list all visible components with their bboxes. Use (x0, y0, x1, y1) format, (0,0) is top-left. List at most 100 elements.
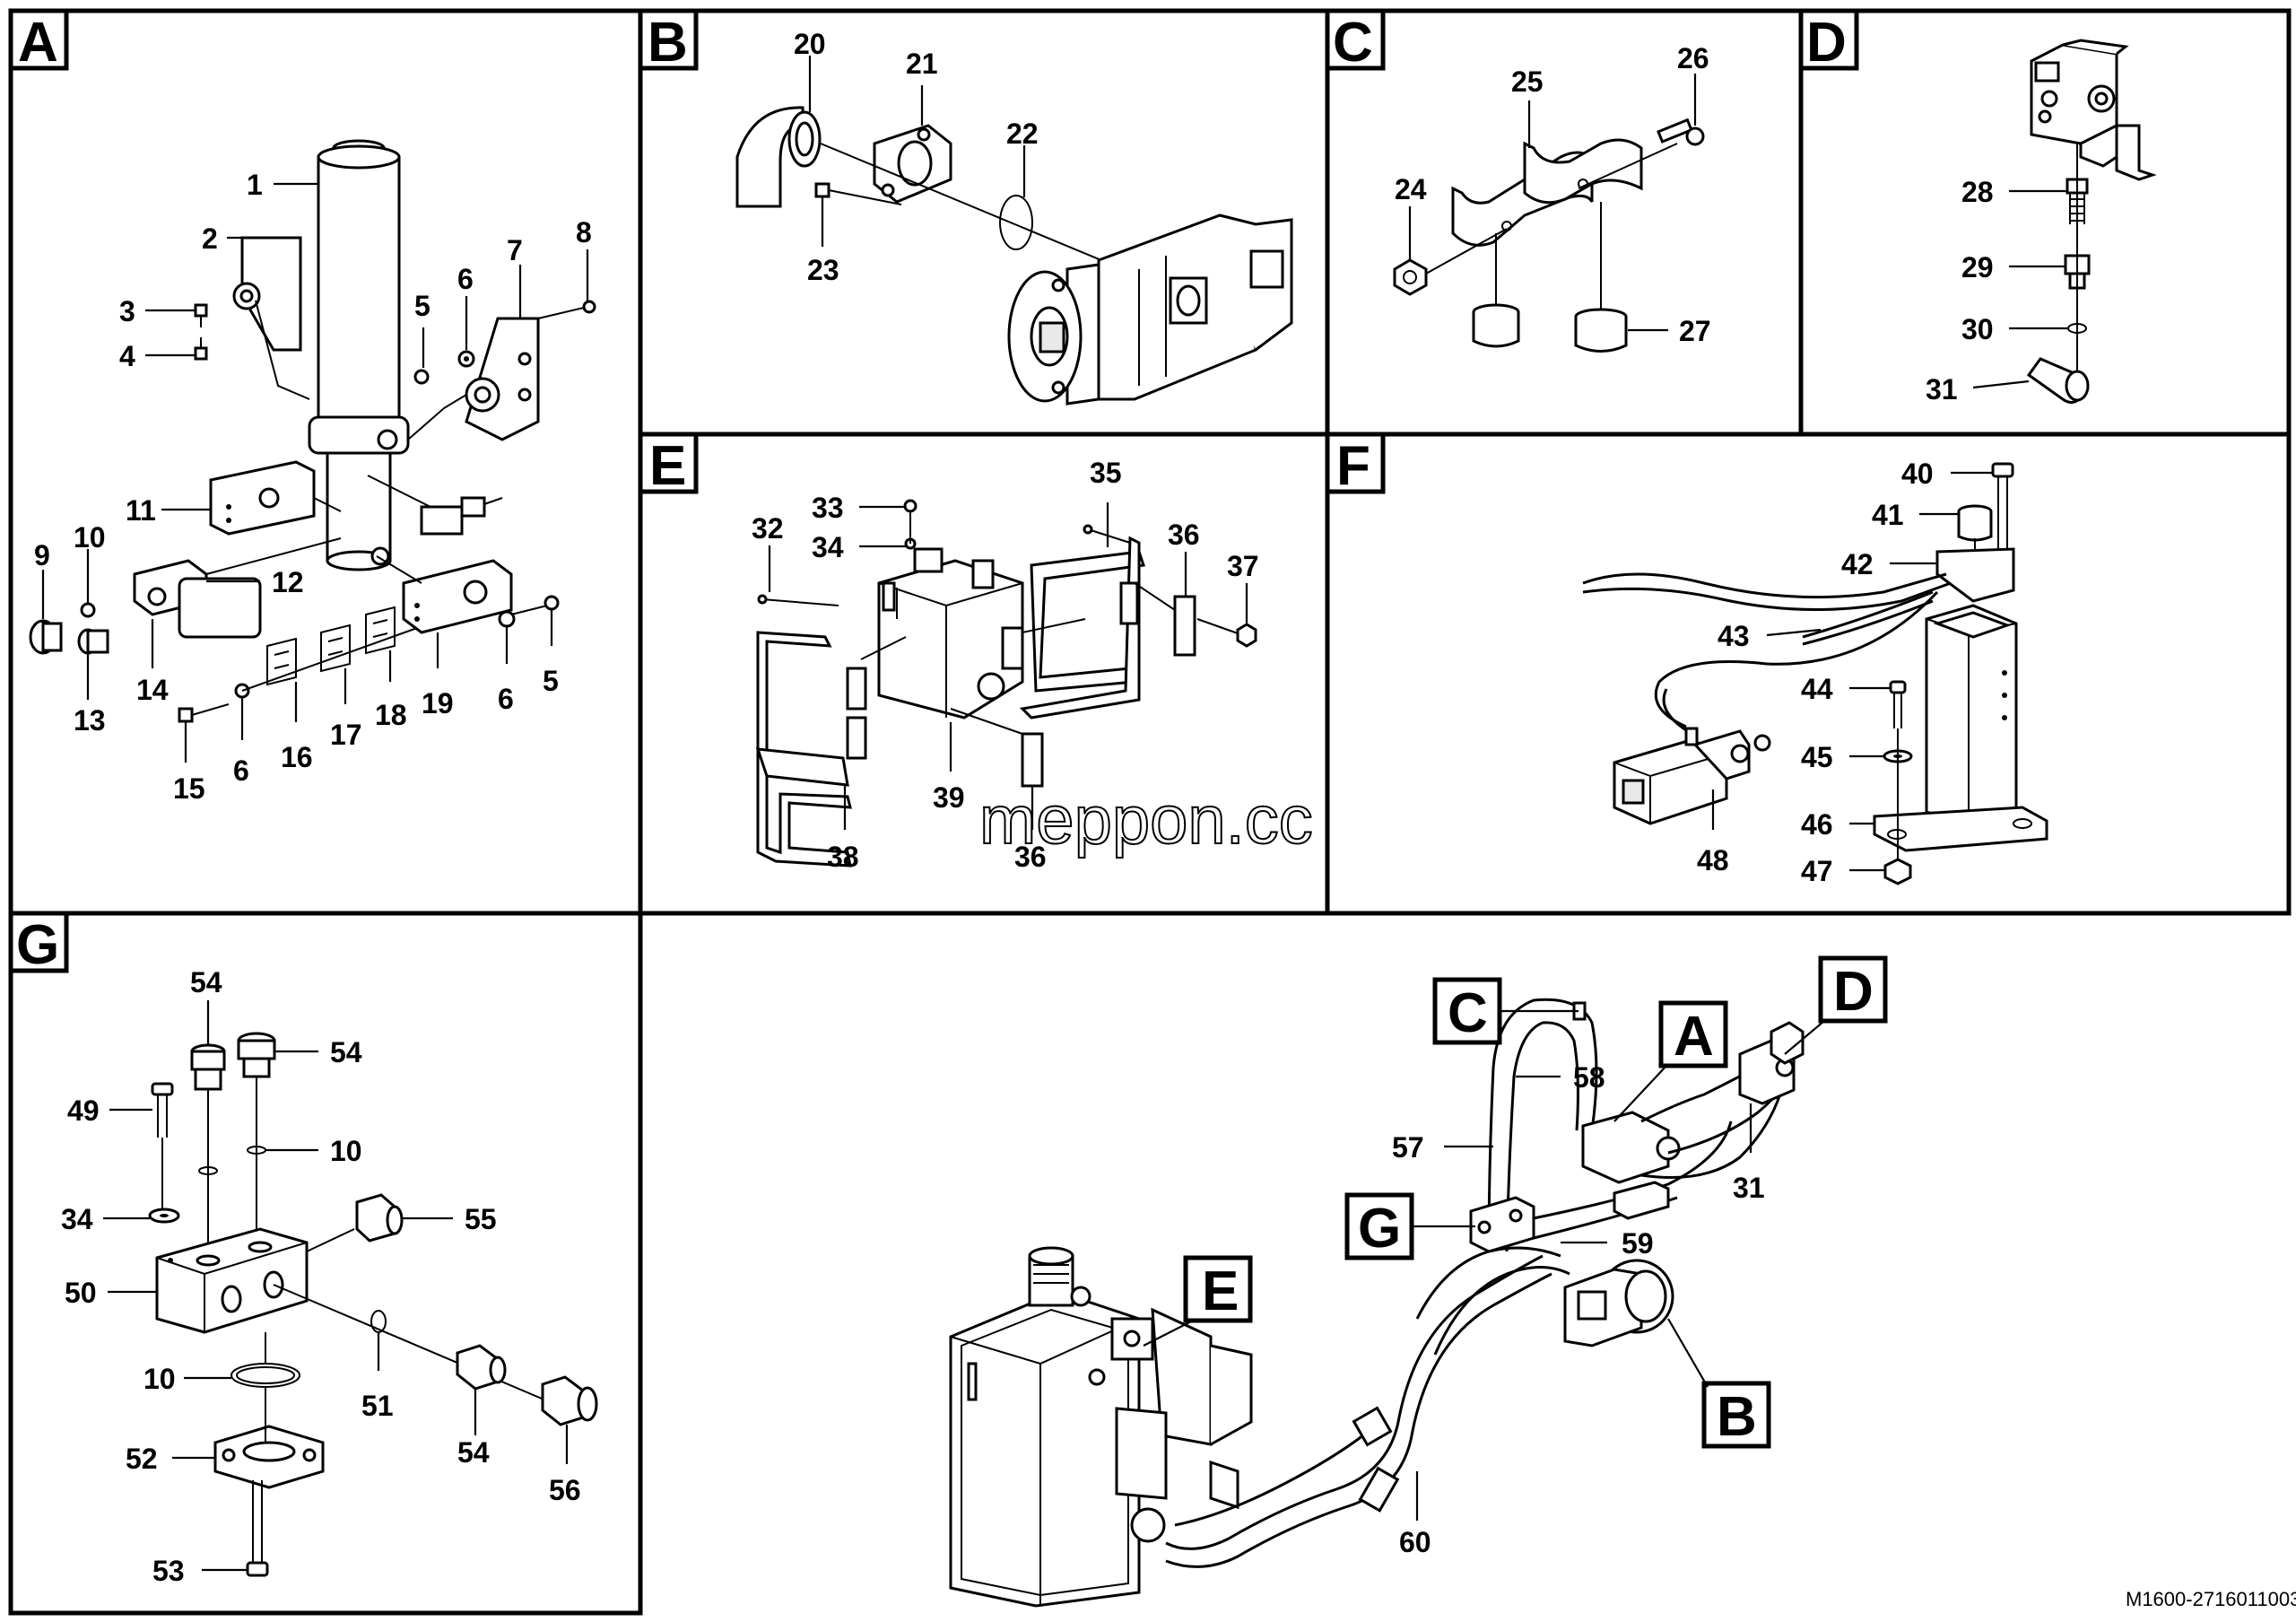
part-label: 21 (906, 48, 938, 80)
panel-d-letter: D (1806, 12, 1847, 74)
panel-e-letter: E (649, 435, 686, 497)
part-label: 25 (1511, 65, 1544, 98)
part-label: 12 (272, 566, 304, 598)
part-label: 8 (576, 216, 592, 249)
part-label: 23 (807, 254, 839, 286)
part-label: 44 (1801, 673, 1833, 705)
part-label: 54 (190, 966, 222, 998)
part-label: 10 (330, 1135, 362, 1167)
part-label: 14 (136, 674, 169, 706)
panel-f-frame (1325, 432, 2292, 916)
part-label: 27 (1679, 315, 1711, 347)
part-label: 31 (1733, 1172, 1765, 1204)
callout-e: E (1202, 1260, 1239, 1322)
part-label: 11 (126, 494, 156, 527)
part-label: 43 (1718, 620, 1750, 652)
part-label: 52 (126, 1443, 158, 1475)
part-label: 38 (827, 841, 859, 873)
part-label: 10 (144, 1363, 176, 1395)
panel-f-drawing (1582, 462, 2048, 885)
part-label: 60 (1399, 1526, 1431, 1558)
part-label: 53 (152, 1555, 185, 1587)
part-label: 54 (457, 1436, 490, 1469)
part-label: 22 (1006, 118, 1039, 150)
part-label: 36 (1014, 841, 1047, 873)
part-label: 41 (1872, 499, 1904, 531)
panel-b-drawing (735, 106, 1293, 406)
part-label: 59 (1622, 1227, 1654, 1260)
panel-d-labels: 28 29 30 31 (1926, 176, 2067, 406)
callout-b: B (1717, 1386, 1757, 1448)
part-label: 17 (330, 719, 362, 751)
part-label: 45 (1801, 741, 1833, 773)
part-label: 28 (1961, 176, 1994, 208)
part-label: 7 (507, 234, 523, 266)
panel-e-labels: 35 33 34 32 36 37 39 38 36 (752, 457, 1259, 873)
panel-a-labels: 1 2 3 4 5 6 7 8 9 10 11 12 13 14 15 6 16… (34, 169, 592, 805)
panel-g-labels: 54 54 49 10 34 55 50 51 10 54 56 52 53 (61, 966, 581, 1587)
panel-c-labels: 25 26 24 27 (1395, 42, 1711, 347)
panel-a-letter: A (18, 12, 58, 74)
part-label: 6 (498, 683, 514, 715)
panel-g-letter: G (16, 914, 59, 976)
watermark: meppon.cc (979, 782, 1313, 859)
panel-g-drawing (148, 1032, 598, 1577)
part-label: 39 (933, 781, 965, 814)
part-label: 26 (1677, 42, 1709, 74)
panel-frames (8, 8, 2292, 1616)
panel-c-letter: C (1333, 12, 1373, 74)
callout-a: A (1674, 1006, 1714, 1068)
part-label: 50 (65, 1277, 97, 1309)
part-label: 5 (414, 290, 430, 322)
overview-labels: 58 57 31 59 60 (1392, 1061, 1765, 1558)
part-label: 31 (1926, 373, 1958, 406)
part-label: 20 (794, 28, 826, 60)
overview-drawing (949, 998, 1805, 1608)
part-label: 47 (1801, 855, 1833, 887)
part-label: 24 (1395, 173, 1427, 205)
part-label: 35 (1090, 457, 1122, 489)
part-label: 16 (281, 741, 313, 773)
part-label: 30 (1961, 313, 1994, 345)
panel-d-drawing (2026, 39, 2157, 404)
panel-letters: A B C D E F G (8, 8, 1859, 976)
part-label: 36 (1168, 519, 1200, 551)
part-label: 33 (812, 492, 844, 524)
part-label: 10 (74, 521, 106, 554)
panel-a-drawing (29, 139, 596, 723)
callout-g: G (1358, 1198, 1401, 1260)
part-label: 57 (1392, 1131, 1424, 1164)
panel-g-frame (8, 911, 643, 1616)
part-label: 32 (752, 512, 784, 545)
panel-b-letter: B (648, 12, 688, 74)
part-label: 55 (465, 1203, 497, 1235)
part-label: 6 (233, 754, 249, 787)
part-label: 29 (1961, 251, 1994, 283)
part-label: 56 (549, 1474, 581, 1506)
callout-d: D (1833, 961, 1874, 1023)
part-label: 40 (1901, 458, 1934, 490)
part-label: 34 (812, 531, 844, 563)
part-label: 18 (375, 699, 407, 731)
callout-c: C (1448, 982, 1488, 1044)
part-label: 58 (1573, 1061, 1605, 1094)
overview-callouts: C A D G E B (1143, 955, 1888, 1449)
drawing-reference: M1600-2716011003 (2126, 1588, 2296, 1610)
panel-a-frame (8, 8, 643, 916)
part-label: 46 (1801, 808, 1833, 841)
part-label: 13 (74, 704, 106, 737)
panel-b-labels: 20 21 22 23 (794, 28, 1039, 286)
part-label: 4 (119, 340, 135, 372)
part-label: 51 (361, 1390, 394, 1422)
part-label: 1 (247, 169, 263, 201)
part-label: 54 (330, 1036, 362, 1068)
panel-c-drawing (1393, 118, 1705, 353)
part-label: 48 (1697, 844, 1729, 876)
part-label: 3 (119, 295, 135, 327)
part-label: 15 (173, 772, 205, 805)
panel-f-labels: 40 41 42 43 44 45 46 47 48 (1697, 458, 1993, 887)
part-label: 5 (543, 665, 559, 697)
part-label: 37 (1227, 550, 1259, 582)
panel-c-frame (1325, 8, 1804, 437)
panel-f-letter: F (1336, 435, 1370, 497)
